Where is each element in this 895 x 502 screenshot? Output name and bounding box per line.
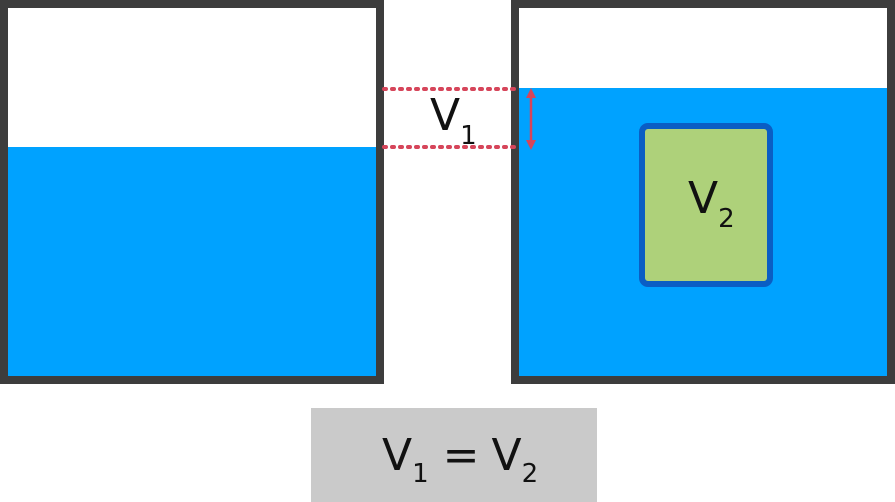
container-after: V2 [511, 0, 895, 384]
container-before-water [4, 147, 380, 380]
container-after-border [511, 0, 895, 384]
equation-box: V1=V2 [311, 408, 597, 502]
immersed-object: V2 [639, 123, 773, 287]
equation-text: V1=V2 [382, 430, 538, 489]
level-rise-arrow [526, 88, 536, 150]
level-rise-arrowhead-down [526, 140, 536, 150]
container-before [0, 0, 384, 384]
equation-left-main: V [382, 430, 412, 481]
level-rise-arrowhead-up [526, 88, 536, 98]
equation-right-main: V [492, 430, 522, 481]
object-volume-main: V [688, 173, 718, 224]
immersed-object-box [639, 123, 773, 287]
displaced-volume-sub: 1 [460, 121, 477, 151]
water-level-guides [382, 87, 518, 149]
displaced-volume-label: V1 [430, 90, 477, 151]
object-volume-label: V2 [688, 173, 735, 234]
equation-operator: = [443, 430, 480, 481]
displaced-volume-main: V [430, 90, 460, 141]
equation-box-background [311, 408, 597, 502]
container-before-border [0, 0, 384, 384]
equation-left-sub: 1 [412, 459, 429, 489]
object-volume-sub: 2 [718, 204, 735, 234]
equation-right-sub: 2 [522, 459, 539, 489]
